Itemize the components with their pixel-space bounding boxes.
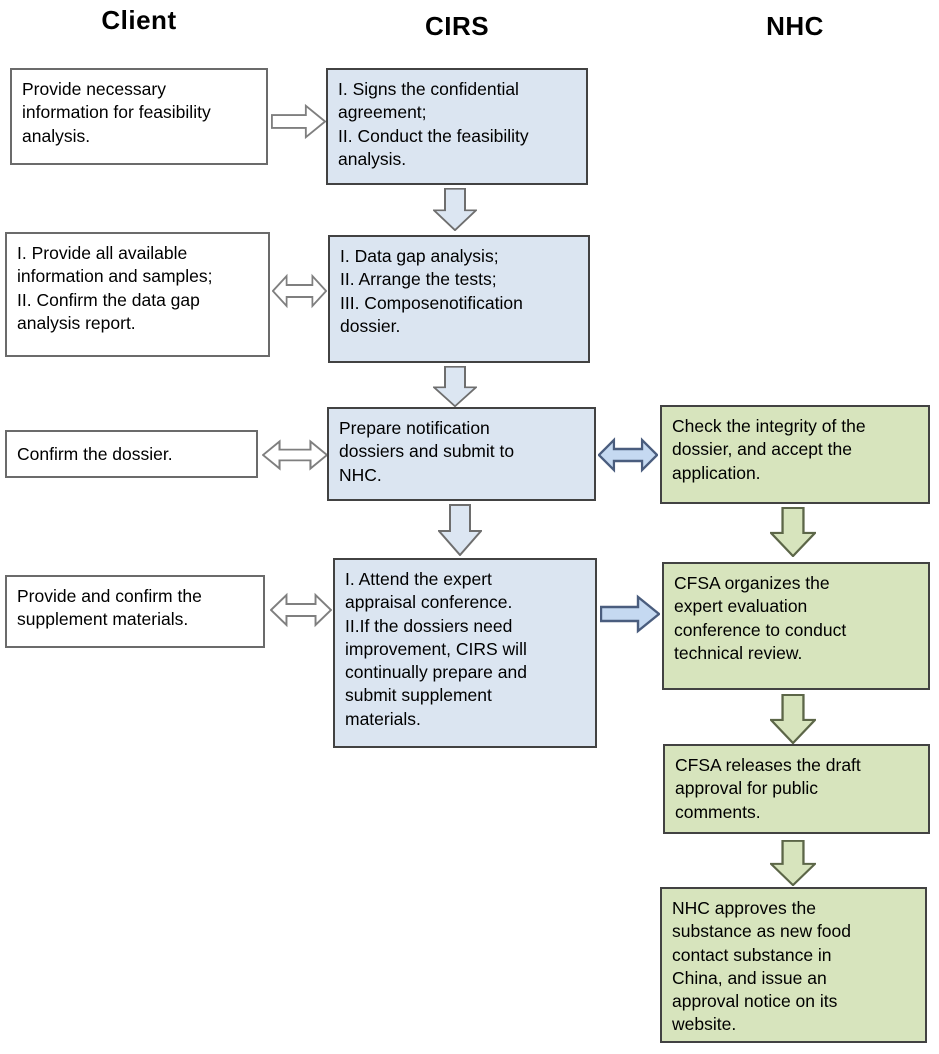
double-horizontal-arrow-icon bbox=[598, 435, 658, 475]
flow-box-nhc-3: CFSA releases the draft approval for pub… bbox=[663, 744, 930, 834]
flow-box-client-4: Provide and confirm the supplement mater… bbox=[5, 575, 265, 648]
flow-box-nhc-1: Check the integrity of the dossier, and … bbox=[660, 405, 930, 504]
double-horizontal-arrow-icon bbox=[270, 590, 332, 630]
double-horizontal-arrow-icon bbox=[262, 437, 328, 473]
column-header-client: Client bbox=[101, 5, 177, 35]
flow-box-client-3: Confirm the dossier. bbox=[5, 430, 258, 478]
down-arrow-icon bbox=[433, 366, 477, 407]
flow-box-nhc-2: CFSA organizes the expert evaluation con… bbox=[662, 562, 930, 690]
flow-box-client-1: Provide necessary information for feasib… bbox=[10, 68, 268, 165]
column-header-nhc: NHC bbox=[766, 11, 824, 41]
right-arrow-icon bbox=[600, 594, 660, 634]
down-arrow-icon bbox=[770, 507, 816, 557]
flow-box-cirs-2: I. Data gap analysis; II. Arrange the te… bbox=[328, 235, 590, 363]
column-header-cirs: CIRS bbox=[424, 11, 490, 41]
down-arrow-icon bbox=[770, 694, 816, 744]
flow-box-nhc-4: NHC approves the substance as new food c… bbox=[660, 887, 927, 1043]
double-horizontal-arrow-icon bbox=[272, 271, 327, 311]
flow-box-client-2: I. Provide all available information and… bbox=[5, 232, 270, 357]
right-arrow-icon bbox=[271, 103, 326, 140]
flow-box-cirs-3: Prepare notification dossiers and submit… bbox=[327, 407, 596, 501]
down-arrow-icon bbox=[433, 188, 477, 231]
flow-box-cirs-1: I. Signs the confidential agreement; II.… bbox=[326, 68, 588, 185]
down-arrow-icon bbox=[770, 840, 816, 886]
flow-box-cirs-4: I. Attend the expert appraisal conferenc… bbox=[333, 558, 597, 748]
down-arrow-icon bbox=[438, 504, 482, 556]
